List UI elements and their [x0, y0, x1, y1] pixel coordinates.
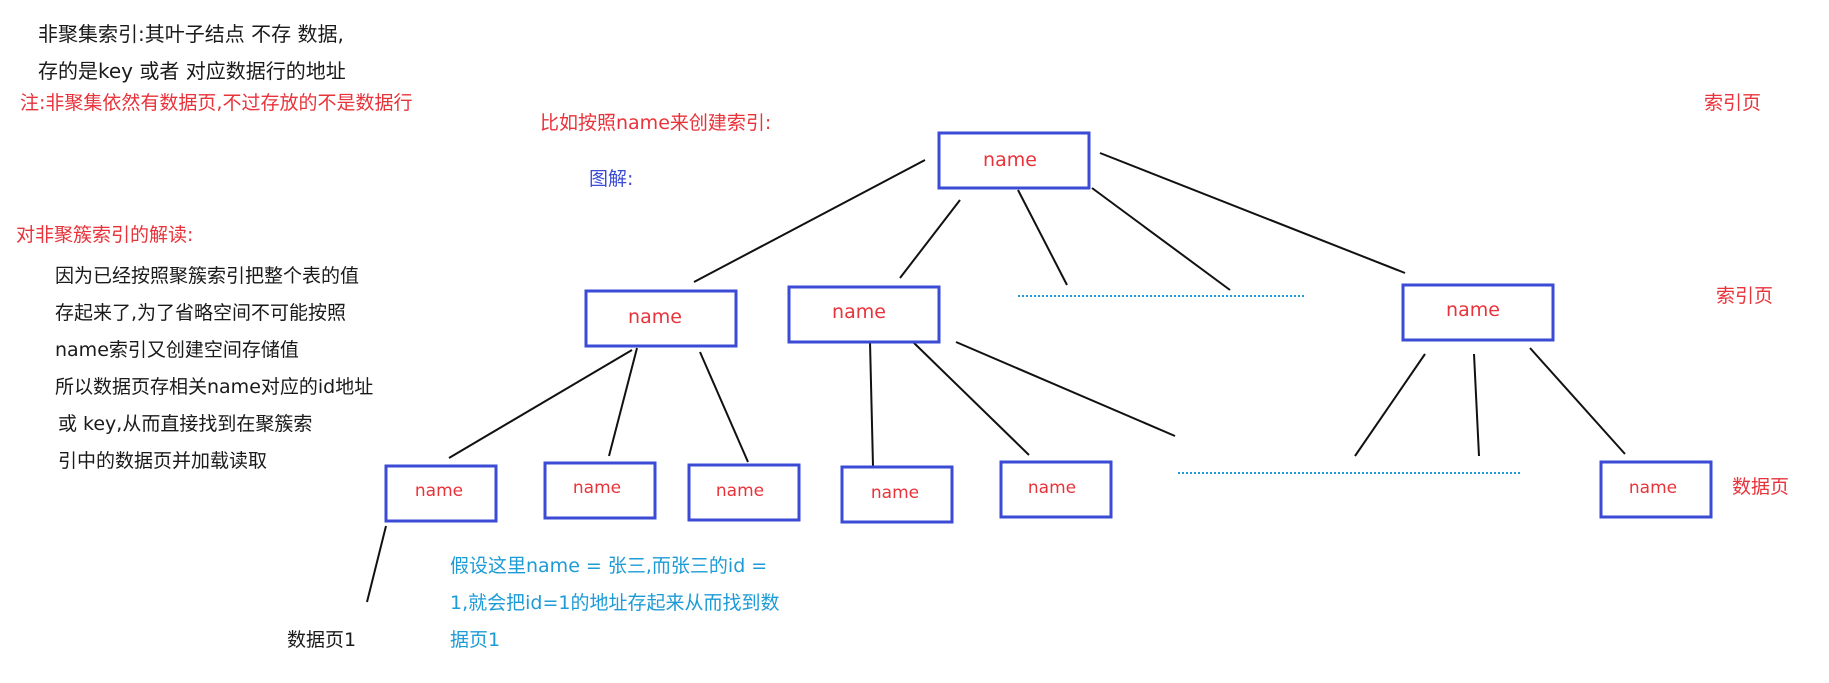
middle-level-label: 索引页: [1716, 285, 1774, 307]
edge-mid3-leaf6: [1529, 347, 1626, 455]
ellipsis-lines: [1018, 295, 1521, 474]
tree-boxes: [384, 131, 1713, 524]
edge-mid2-leaf4: [869, 341, 874, 467]
data-page-1-label: 数据页1: [287, 629, 357, 651]
edge-mid3-dots-b: [1473, 353, 1480, 457]
example-line: 假设这里name = 张三,而张三的id =: [450, 555, 768, 577]
example-explanation: 假设这里name = 张三,而张三的id = 1,就会把id=1的地址存起来从而…: [450, 548, 779, 659]
root-node-label: name: [983, 149, 1037, 171]
interpretation-line: 存起来了,为了省略空间不可能按照: [55, 302, 347, 324]
leaf-node-2-label: name: [573, 478, 621, 498]
leaf-node-3-box: [687, 463, 801, 522]
example-line: 据页1: [450, 629, 501, 651]
example-line: 1,就会把id=1的地址存起来从而找到数: [450, 592, 780, 614]
edge-root-mid3: [1099, 152, 1406, 274]
leaf-level-label: 数据页: [1732, 476, 1790, 498]
leaf-node-5-label: name: [1028, 478, 1076, 498]
diagram-label: 图解:: [589, 168, 634, 190]
leaf-node-6-box: [1599, 460, 1713, 519]
middle-node-2-label: name: [832, 301, 886, 323]
edge-root-mid2: [899, 199, 961, 279]
leaf-node-1-box: [384, 464, 498, 523]
leaf-node-4-box: [840, 465, 954, 524]
leaf-node-4-label: name: [871, 483, 919, 503]
leaf-node-6-label: name: [1629, 478, 1677, 498]
interpretation-title: 对非聚簇索引的解读:: [16, 224, 194, 246]
middle-node-1-label: name: [628, 306, 682, 328]
edge-leaf1-datapage1: [366, 525, 387, 603]
intro-line-2: 存的是key 或者 对应数据行的地址: [38, 59, 346, 83]
middle-node-2-box: [787, 285, 941, 344]
leaf-node-3-label: name: [716, 481, 764, 501]
middle-node-1-box: [584, 289, 738, 348]
edge-root-dots-a: [1017, 189, 1068, 286]
edge-root-dots-b: [1091, 187, 1231, 291]
edge-root-mid1: [693, 159, 926, 283]
example-title: 比如按照name来创建索引:: [540, 112, 772, 134]
root-level-label: 索引页: [1704, 92, 1762, 114]
interpretation-line: 引中的数据页并加载读取: [58, 450, 268, 472]
interpretation-body: 因为已经按照聚簇索引把整个表的值 存起来了,为了省略空间不可能按照 name索引…: [55, 258, 373, 480]
tree-edges: [366, 152, 1626, 603]
edge-mid2-leaf5: [912, 341, 1030, 456]
edge-mid1-leaf3: [699, 351, 749, 463]
edge-mid3-dots-a: [1354, 353, 1426, 457]
interpretation-line: 或 key,从而直接找到在聚簇索: [58, 413, 313, 435]
interpretation-line: name索引又创建空间存储值: [55, 339, 299, 361]
middle-node-3-label: name: [1446, 299, 1500, 321]
edge-mid1-leaf1: [448, 349, 633, 459]
root-node-box: [937, 131, 1091, 190]
interpretation-line: 因为已经按照聚簇索引把整个表的值: [55, 265, 360, 287]
intro-line-1: 非聚集索引:其叶子结点 不存 数据,: [38, 22, 344, 46]
red-note: 注:非聚集依然有数据页,不过存放的不是数据行: [20, 92, 413, 114]
edge-mid1-leaf2: [608, 347, 638, 457]
edge-mid2-dots: [955, 341, 1176, 437]
leaf-node-5-box: [999, 460, 1113, 519]
middle-node-3-box: [1401, 283, 1555, 342]
interpretation-line: 所以数据页存相关name对应的id地址: [55, 376, 374, 398]
leaf-node-2-box: [543, 461, 657, 520]
leaf-node-1-label: name: [415, 481, 463, 501]
